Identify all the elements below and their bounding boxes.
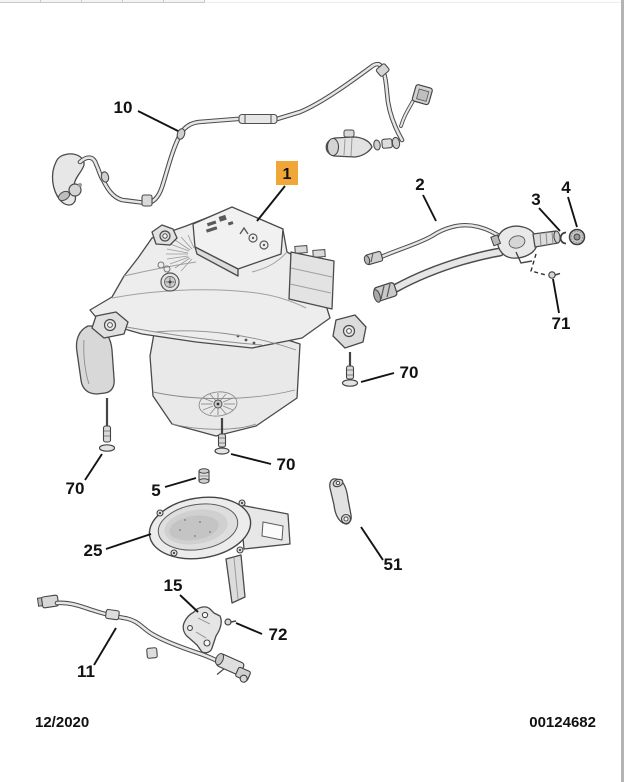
pipe-10-connector	[399, 84, 433, 128]
callout-label: 70	[277, 455, 296, 474]
part-pipe-10[interactable]	[51, 61, 433, 207]
tank-surface-details	[99, 234, 307, 346]
callout-15[interactable]: 15	[164, 576, 199, 613]
leader-line	[422, 194, 437, 222]
callout-1-highlighted[interactable]: 1	[256, 161, 298, 222]
part-bolt-70-right[interactable]	[341, 352, 359, 387]
filler-neck	[490, 225, 561, 264]
table-edge-cell	[123, 0, 164, 3]
callout-10[interactable]: 10	[114, 98, 179, 132]
callout-70-right[interactable]: 70	[360, 363, 419, 383]
tank-marking-glyphs	[205, 214, 269, 250]
callout-label: 11	[77, 662, 95, 681]
part-cap-4[interactable]	[568, 228, 586, 246]
leader-line	[235, 622, 263, 635]
leader-line	[230, 453, 272, 465]
washer	[214, 447, 230, 455]
table-edge-cell	[164, 0, 205, 3]
part-seal-ring-3[interactable]	[559, 231, 567, 245]
callout-label: 1	[283, 166, 292, 183]
leader-line	[256, 185, 286, 222]
leader-line	[538, 207, 561, 232]
tank-lower-details	[152, 330, 297, 430]
table-edge-rest	[205, 0, 621, 3]
callout-label: 2	[415, 175, 424, 194]
leader-line	[164, 477, 197, 488]
callout-label: 3	[531, 190, 540, 209]
pipe-10-spout	[51, 153, 85, 206]
callout-label: 5	[151, 481, 160, 500]
cradle-tabs	[156, 499, 246, 557]
callout-label: 10	[114, 98, 133, 117]
part-bolt-70-center[interactable]	[214, 418, 230, 455]
highlight-box	[276, 161, 298, 185]
part-bracket-15[interactable]	[182, 606, 222, 654]
tank-mounts	[75, 224, 367, 395]
pipe-11-sensor	[214, 652, 251, 683]
callout-2[interactable]: 2	[415, 175, 437, 222]
leader-line	[360, 526, 384, 561]
callout-72[interactable]: 72	[235, 622, 288, 644]
pipe-10-pump	[325, 129, 401, 158]
date-code: 12/2020	[35, 714, 90, 731]
part-filler-pipe-2[interactable]	[363, 223, 561, 303]
leader-line	[552, 278, 560, 314]
leader-dashed	[530, 253, 547, 276]
callout-3[interactable]: 3	[531, 190, 561, 232]
vertical-scrollbar-track[interactable]	[621, 0, 624, 782]
part-bracket-51[interactable]	[329, 478, 352, 525]
callout-label: 25	[84, 541, 103, 560]
part-pipe-11[interactable]	[36, 594, 253, 687]
leader-line	[360, 372, 395, 383]
table-edge-cell	[82, 0, 123, 3]
part-bolt-70-left[interactable]	[98, 398, 116, 452]
part-plug-5[interactable]	[198, 468, 210, 484]
part-screw-71[interactable]	[548, 271, 561, 279]
callout-5[interactable]: 5	[151, 477, 197, 500]
callout-25[interactable]: 25	[84, 533, 152, 560]
callout-label: 71	[552, 314, 571, 333]
figure-number: 00124682	[529, 714, 596, 731]
callout-4[interactable]: 4	[561, 178, 578, 228]
callout-label: 51	[384, 555, 403, 574]
table-edge-cell	[0, 0, 41, 3]
pipe-11-connector	[36, 594, 60, 609]
pipe-10-fittings	[100, 63, 390, 207]
callout-label: 15	[164, 576, 183, 595]
part-screw-72[interactable]	[224, 618, 237, 626]
leader-line	[93, 627, 117, 666]
washer	[98, 444, 116, 452]
callout-label: 72	[269, 625, 288, 644]
table-edge-strip	[0, 0, 621, 3]
table-edge-cell	[41, 0, 82, 3]
callout-11[interactable]: 11	[77, 627, 117, 681]
washer	[341, 379, 359, 387]
part-cradle-25[interactable]	[145, 490, 291, 604]
tank-head	[192, 206, 284, 277]
leader-line	[137, 110, 179, 132]
leader-line	[105, 533, 152, 550]
callout-label: 70	[66, 479, 85, 498]
callout-51[interactable]: 51	[360, 526, 403, 574]
vent-pipe-end	[363, 250, 384, 266]
callout-70-left[interactable]: 70	[66, 453, 103, 498]
leader-line	[84, 453, 103, 481]
leader-line	[179, 594, 199, 613]
part-tank-1[interactable]	[75, 206, 367, 437]
callout-70-center[interactable]: 70	[230, 453, 296, 474]
tank-right-block	[288, 245, 335, 310]
cradle-details	[179, 519, 211, 537]
leader-line	[567, 196, 578, 228]
callout-label: 70	[400, 363, 419, 382]
callout-71[interactable]: 71	[530, 253, 571, 333]
hose-ribbed-end	[373, 282, 398, 303]
callout-label: 4	[561, 178, 571, 197]
